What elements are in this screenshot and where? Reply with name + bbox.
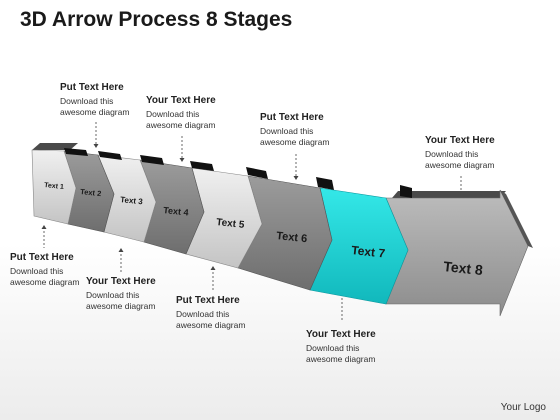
callout-4-heading: Your Text Here xyxy=(146,95,216,106)
callout-8-body: Download this awesome diagram xyxy=(425,149,495,170)
callout-6-heading: Put Text Here xyxy=(260,112,324,123)
callout-1-body: Download this awesome diagram xyxy=(10,266,80,287)
stage-5-label: Text 5 xyxy=(216,217,246,231)
page-title: 3D Arrow Process 8 Stages xyxy=(20,8,293,31)
callout-7: Your Text Here Download this awesome dia… xyxy=(306,329,416,365)
callout-6-body: Download this awesome diagram xyxy=(260,126,330,147)
callout-3-body: Download this awesome diagram xyxy=(86,290,156,311)
callout-5: Put Text Here Download this awesome diag… xyxy=(176,295,286,331)
callout-7-heading: Your Text Here xyxy=(306,329,376,340)
callout-3: Your Text Here Download this awesome dia… xyxy=(86,276,196,312)
callout-2-body: Download this awesome diagram xyxy=(60,96,130,117)
stage-4-label: Text 4 xyxy=(163,205,189,218)
stage-8-arrow xyxy=(385,189,529,317)
callout-7-body: Download this awesome diagram xyxy=(306,343,376,364)
stage-3-label: Text 3 xyxy=(120,195,144,206)
callout-8-heading: Your Text Here xyxy=(425,135,495,146)
callout-3-heading: Your Text Here xyxy=(86,276,156,287)
callout-8: Your Text Here Download this awesome dia… xyxy=(425,135,535,171)
callout-4-body: Download this awesome diagram xyxy=(146,109,216,130)
stage-1-label: Text 1 xyxy=(44,182,64,191)
stage-6-label: Text 6 xyxy=(276,230,308,245)
callout-5-body: Download this awesome diagram xyxy=(176,309,246,330)
callout-6: Put Text Here Download this awesome diag… xyxy=(260,112,370,148)
stage-2-label: Text 2 xyxy=(80,187,102,198)
callout-1-heading: Put Text Here xyxy=(10,252,74,263)
callout-2-heading: Put Text Here xyxy=(60,82,124,93)
logo-text: Your Logo xyxy=(500,402,546,413)
callout-1: Put Text Here Download this awesome diag… xyxy=(10,252,120,288)
callout-5-heading: Put Text Here xyxy=(176,295,240,306)
stage-8-label: Text 8 xyxy=(443,258,484,278)
stage-1-arrow xyxy=(31,149,77,225)
stage-7-label: Text 7 xyxy=(351,243,386,260)
callout-4: Your Text Here Download this awesome dia… xyxy=(146,95,256,131)
callout-2: Put Text Here Download this awesome diag… xyxy=(60,82,170,118)
